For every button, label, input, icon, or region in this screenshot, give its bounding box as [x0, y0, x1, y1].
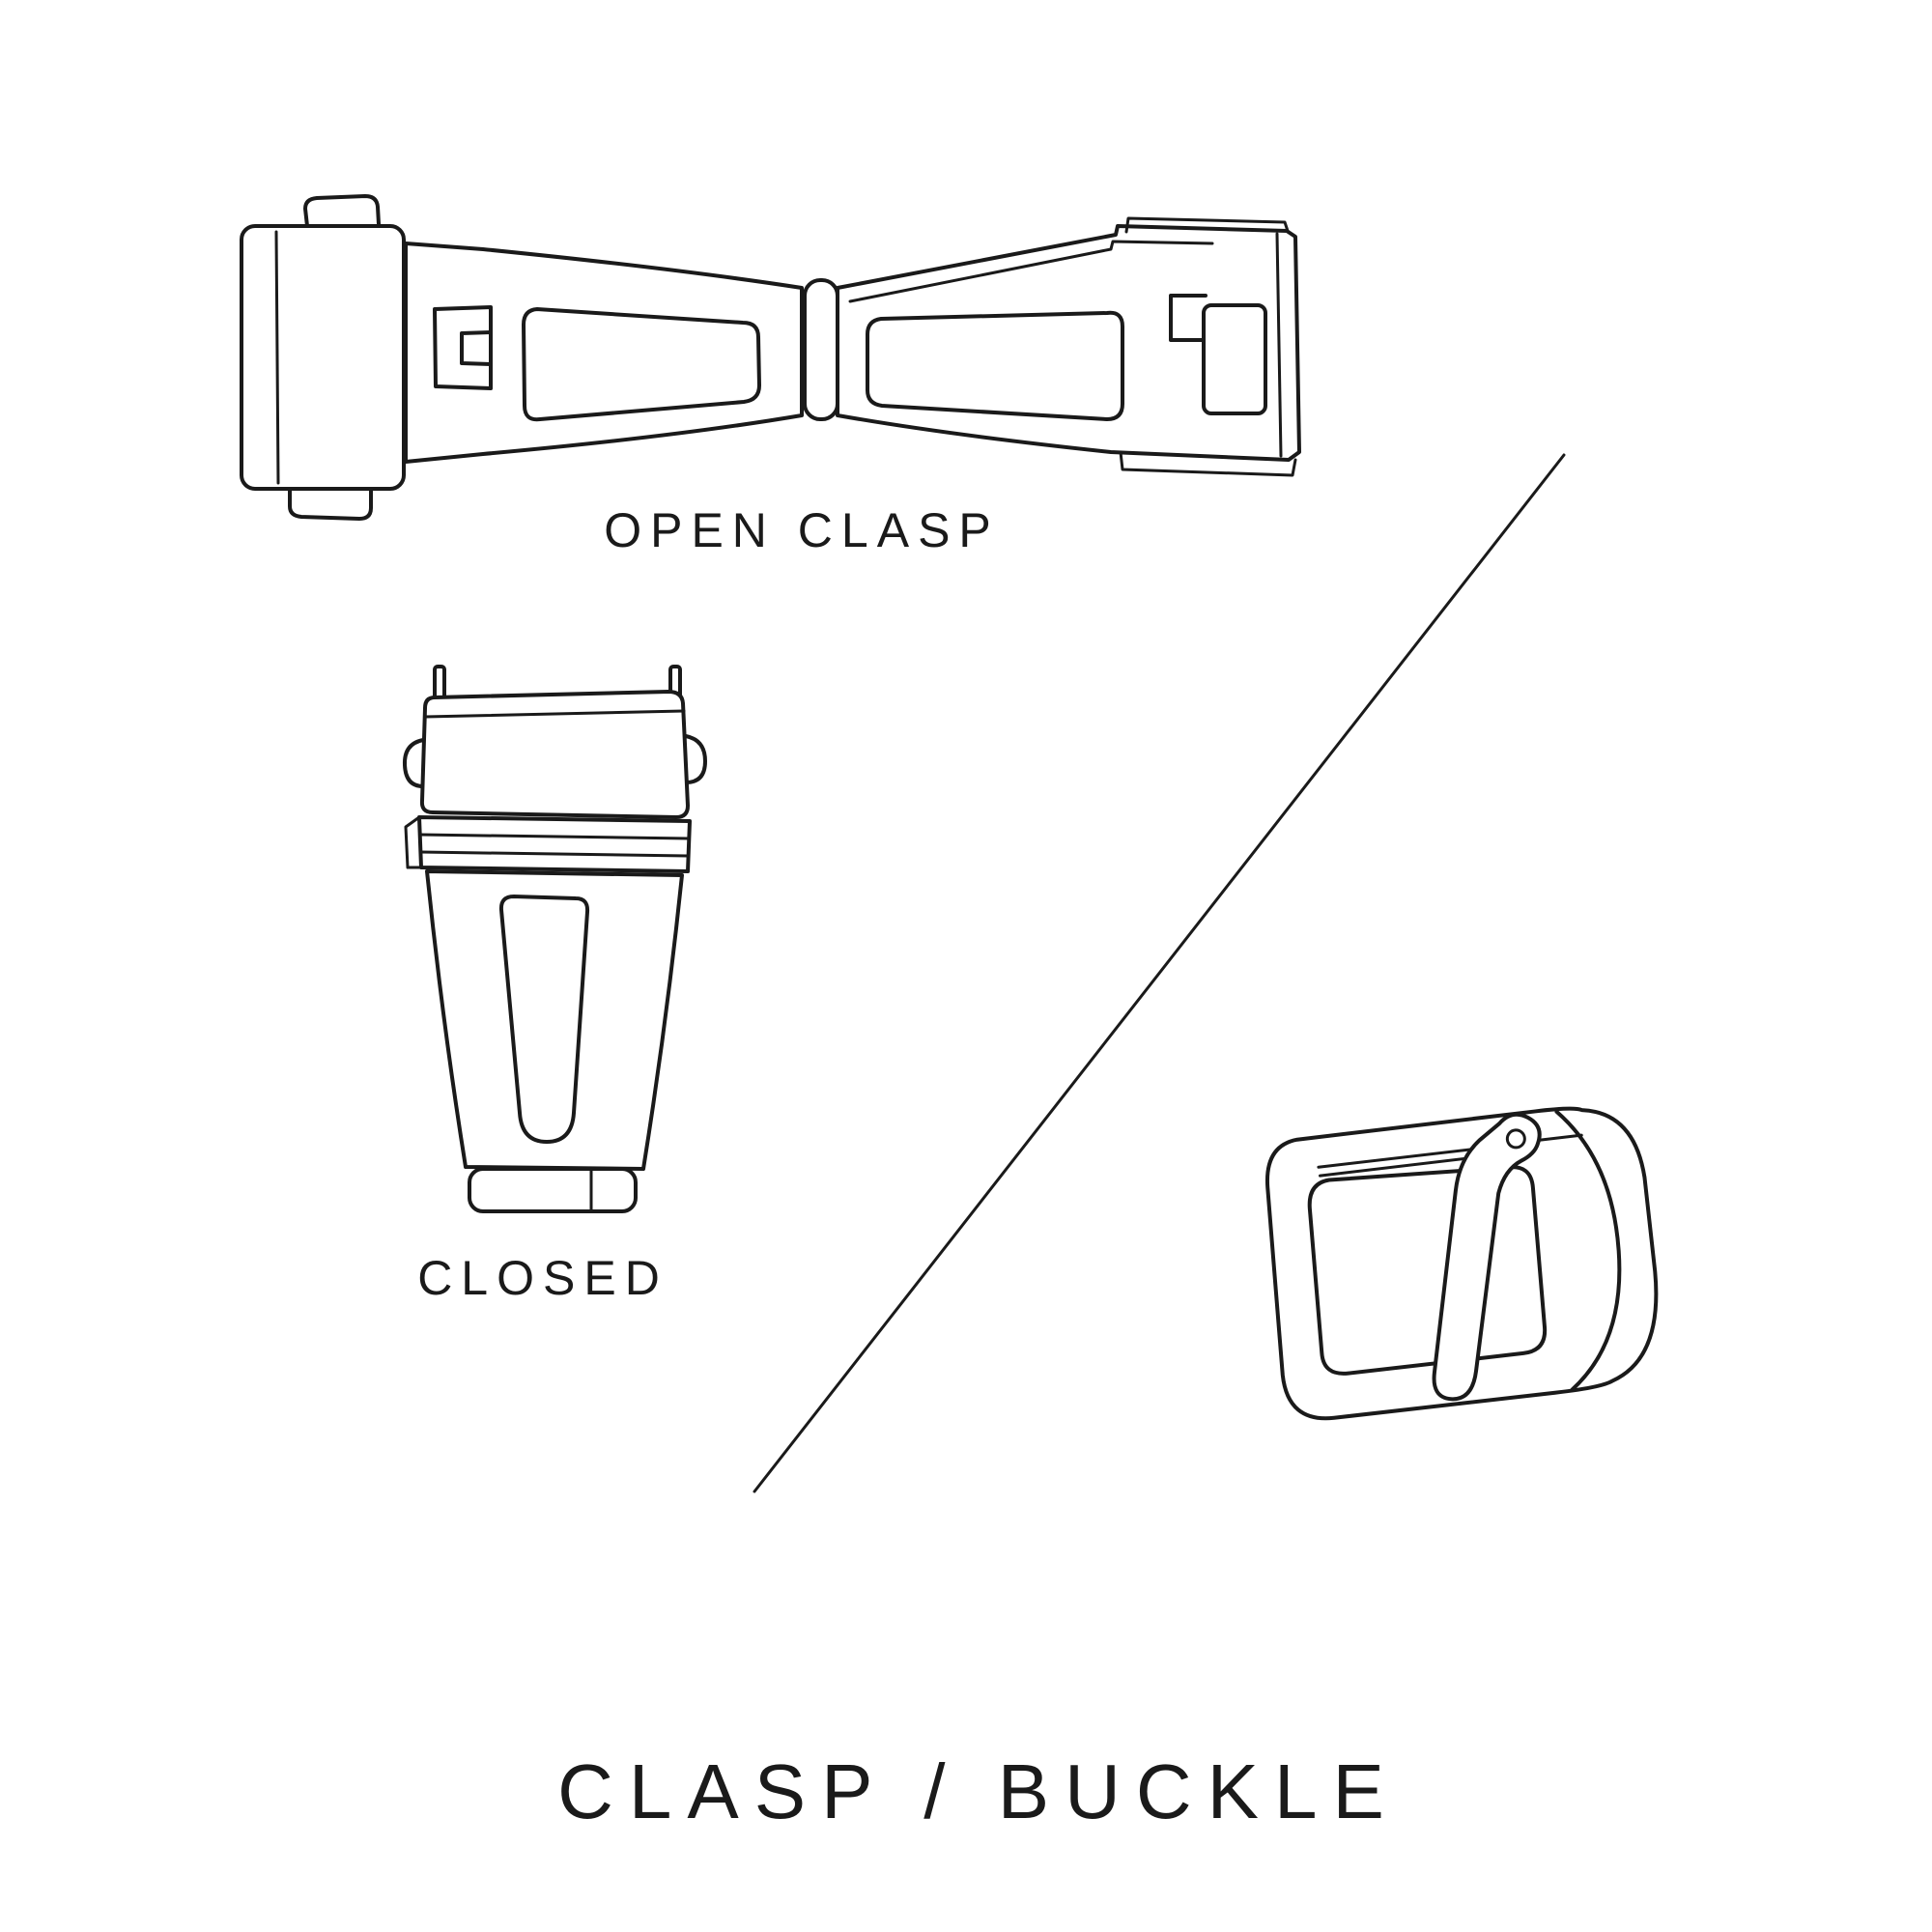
- diagram-title: CLASP / BUCKLE: [557, 1748, 1400, 1834]
- open-clasp-right-top-lip: [1124, 216, 1290, 234]
- open-clasp-keeper-cut: [460, 330, 493, 366]
- open-clasp-left-end: [240, 224, 406, 491]
- divider-line: [753, 453, 1566, 1493]
- closed-clasp-prong-left: [433, 665, 446, 701]
- buckle-band-contour: [1554, 1109, 1622, 1392]
- closed-clasp-left-ear: [402, 738, 425, 788]
- open-clasp-left-arm-inner: [522, 307, 761, 422]
- open-clasp-right-arm-inner: [866, 310, 1124, 421]
- pin-buckle-icon: [1264, 1106, 1659, 1421]
- closed-clasp-band-line-2: [418, 850, 690, 858]
- closed-clasp-label: CLOSED: [417, 1251, 668, 1305]
- closed-clasp-icon: [402, 665, 707, 1213]
- open-clasp-icon: [240, 194, 1301, 521]
- closed-clasp-band-tab: [404, 815, 423, 869]
- closed-clasp-band-line-1: [418, 833, 691, 840]
- buckle-pin: [1432, 1112, 1542, 1402]
- open-clasp-hinge: [803, 278, 839, 421]
- closed-clasp-top-box-line: [423, 709, 686, 719]
- open-clasp-catch-hook: [1169, 294, 1208, 342]
- closed-clasp-right-ear: [684, 734, 707, 784]
- open-clasp-left-end-fold: [274, 230, 280, 485]
- buckle-axle-right: [1537, 1133, 1583, 1142]
- closed-clasp-band: [417, 815, 692, 873]
- closed-clasp-top-box: [419, 690, 690, 819]
- open-clasp-right-end-edge: [1275, 232, 1283, 458]
- closed-clasp-bottom-cap: [468, 1167, 638, 1213]
- closed-clasp-body-inner: [498, 895, 590, 1144]
- buckle-axle-left-2: [1319, 1155, 1483, 1178]
- closed-clasp-body: [425, 869, 684, 1171]
- buckle-pin-loop: [1505, 1128, 1526, 1150]
- open-clasp-right-plate-line: [848, 240, 1214, 303]
- open-clasp-left-bottom-tab: [288, 487, 373, 521]
- open-clasp-left-top-tab: [303, 194, 381, 228]
- open-clasp-right-arm: [836, 224, 1301, 462]
- open-clasp-label: OPEN CLASP: [604, 503, 1000, 557]
- open-clasp-right-bottom-lip: [1119, 450, 1297, 477]
- buckle-axle-left: [1317, 1146, 1487, 1169]
- open-clasp-catch: [1202, 303, 1267, 415]
- buckle-opening: [1307, 1165, 1548, 1376]
